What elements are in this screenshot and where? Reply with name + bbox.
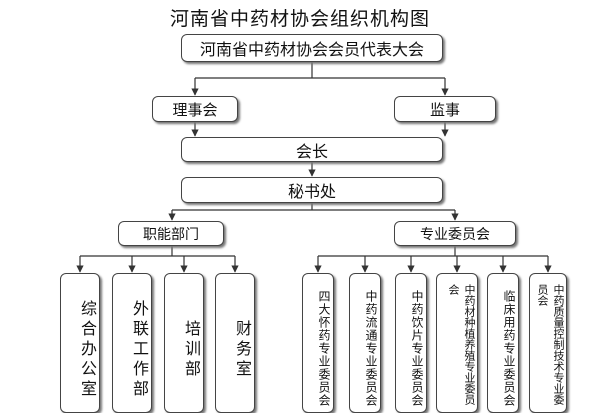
dept-external-affairs: 外联工作部 bbox=[112, 273, 152, 413]
node-council: 理事会 bbox=[152, 96, 238, 122]
dept-label: 财务室 bbox=[233, 320, 252, 380]
committee-label: 临床用药专业委员会 bbox=[502, 289, 516, 407]
committee-label: 四大怀药专业委员会 bbox=[317, 289, 331, 407]
dept-label: 综合办公室 bbox=[78, 300, 97, 400]
node-president: 会长 bbox=[181, 137, 443, 162]
dept-finance: 财务室 bbox=[215, 273, 255, 413]
committee-quality-control: 中药质量控制技术专业委员会 bbox=[529, 273, 567, 413]
node-functional-label: 职能部门 bbox=[143, 226, 199, 243]
dept-training: 培训部 bbox=[164, 273, 204, 413]
connector-lines bbox=[76, 62, 552, 273]
node-congress: 河南省中药材协会会员代表大会 bbox=[181, 34, 443, 62]
dept-label: 外联工作部 bbox=[130, 300, 149, 400]
committee-decoction-pieces: 中药饮片专业委员会 bbox=[395, 273, 427, 413]
committee-label: 中药质量控制技术专业委员会 bbox=[536, 284, 565, 405]
committee-planting-breeding: 中药材种植养殖专业委员会 bbox=[436, 273, 478, 413]
org-chart: 河南省中药材协会组织机构图 河南省中药材协会会员代表大会 理事会 监事 会长 秘… bbox=[60, 8, 567, 413]
node-supervisor-label: 监事 bbox=[429, 100, 460, 119]
dept-general-office: 综合办公室 bbox=[60, 273, 100, 413]
committee-circulation: 中药流通专业委员会 bbox=[349, 273, 381, 413]
node-supervisor: 监事 bbox=[394, 96, 496, 122]
committee-clinical-medication: 临床用药专业委员会 bbox=[487, 273, 519, 413]
node-functional: 职能部门 bbox=[118, 221, 224, 246]
node-congress-label: 河南省中药材协会会员代表大会 bbox=[199, 40, 424, 59]
committee-label: 中药饮片专业委员会 bbox=[410, 289, 424, 407]
node-secretariat: 秘书处 bbox=[181, 177, 443, 203]
dept-label: 培训部 bbox=[182, 320, 201, 380]
committee-label: 中药材种植养殖专业委员会 bbox=[447, 284, 476, 405]
node-council-label: 理事会 bbox=[172, 100, 218, 119]
node-president-label: 会长 bbox=[295, 141, 328, 161]
node-committees-label: 专业委员会 bbox=[420, 226, 490, 243]
committee-label: 中药流通专业委员会 bbox=[364, 289, 378, 407]
node-committees: 专业委员会 bbox=[394, 221, 516, 246]
chart-title: 河南省中药材协会组织机构图 bbox=[169, 8, 430, 30]
committee-four-huai-herbs: 四大怀药专业委员会 bbox=[302, 273, 334, 413]
node-secretariat-label: 秘书处 bbox=[287, 182, 336, 201]
